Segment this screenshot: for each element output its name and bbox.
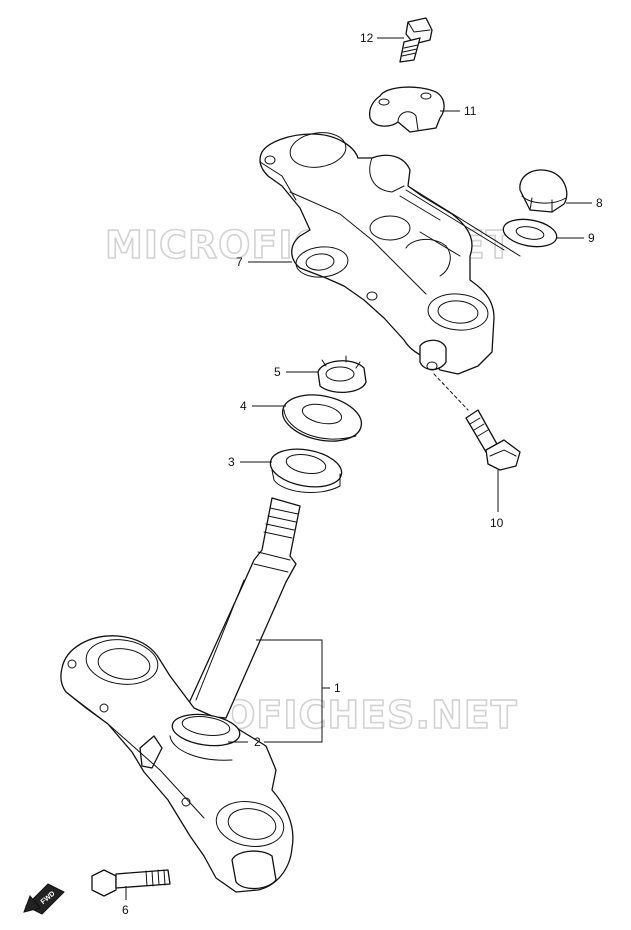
part-3-bearing [269,448,343,493]
part-11-clamp [368,86,445,133]
callout-5: 5 [274,365,281,379]
callout-1: 1 [334,681,341,695]
callout-11: 11 [464,104,477,118]
callout-9: 9 [588,231,595,245]
callout-8: 8 [596,196,603,210]
part-4-washer [281,394,363,442]
part-8-cap-nut [519,169,568,213]
part-2-lower-bracket [60,635,294,893]
part-9-washer [502,218,558,248]
part-10-bolt [433,373,521,471]
forward-arrow-icon: FWD [23,883,65,915]
callout-12: 12 [360,31,374,45]
part-6-bolt [91,869,171,897]
callout-6: 6 [122,903,129,917]
callout-3: 3 [228,455,235,469]
part-12-bolt [399,17,433,63]
callout-labels: 12 11 8 9 7 5 4 3 10 1 2 6 [122,31,603,917]
callout-7: 7 [236,255,243,269]
callout-10: 10 [490,516,504,530]
callout-4: 4 [240,399,247,413]
part-1-steering-stem [183,497,301,719]
part-5-nut [317,355,367,393]
part-7-upper-bracket [259,132,521,375]
leader-lines [125,37,592,900]
callout-2: 2 [254,735,261,749]
